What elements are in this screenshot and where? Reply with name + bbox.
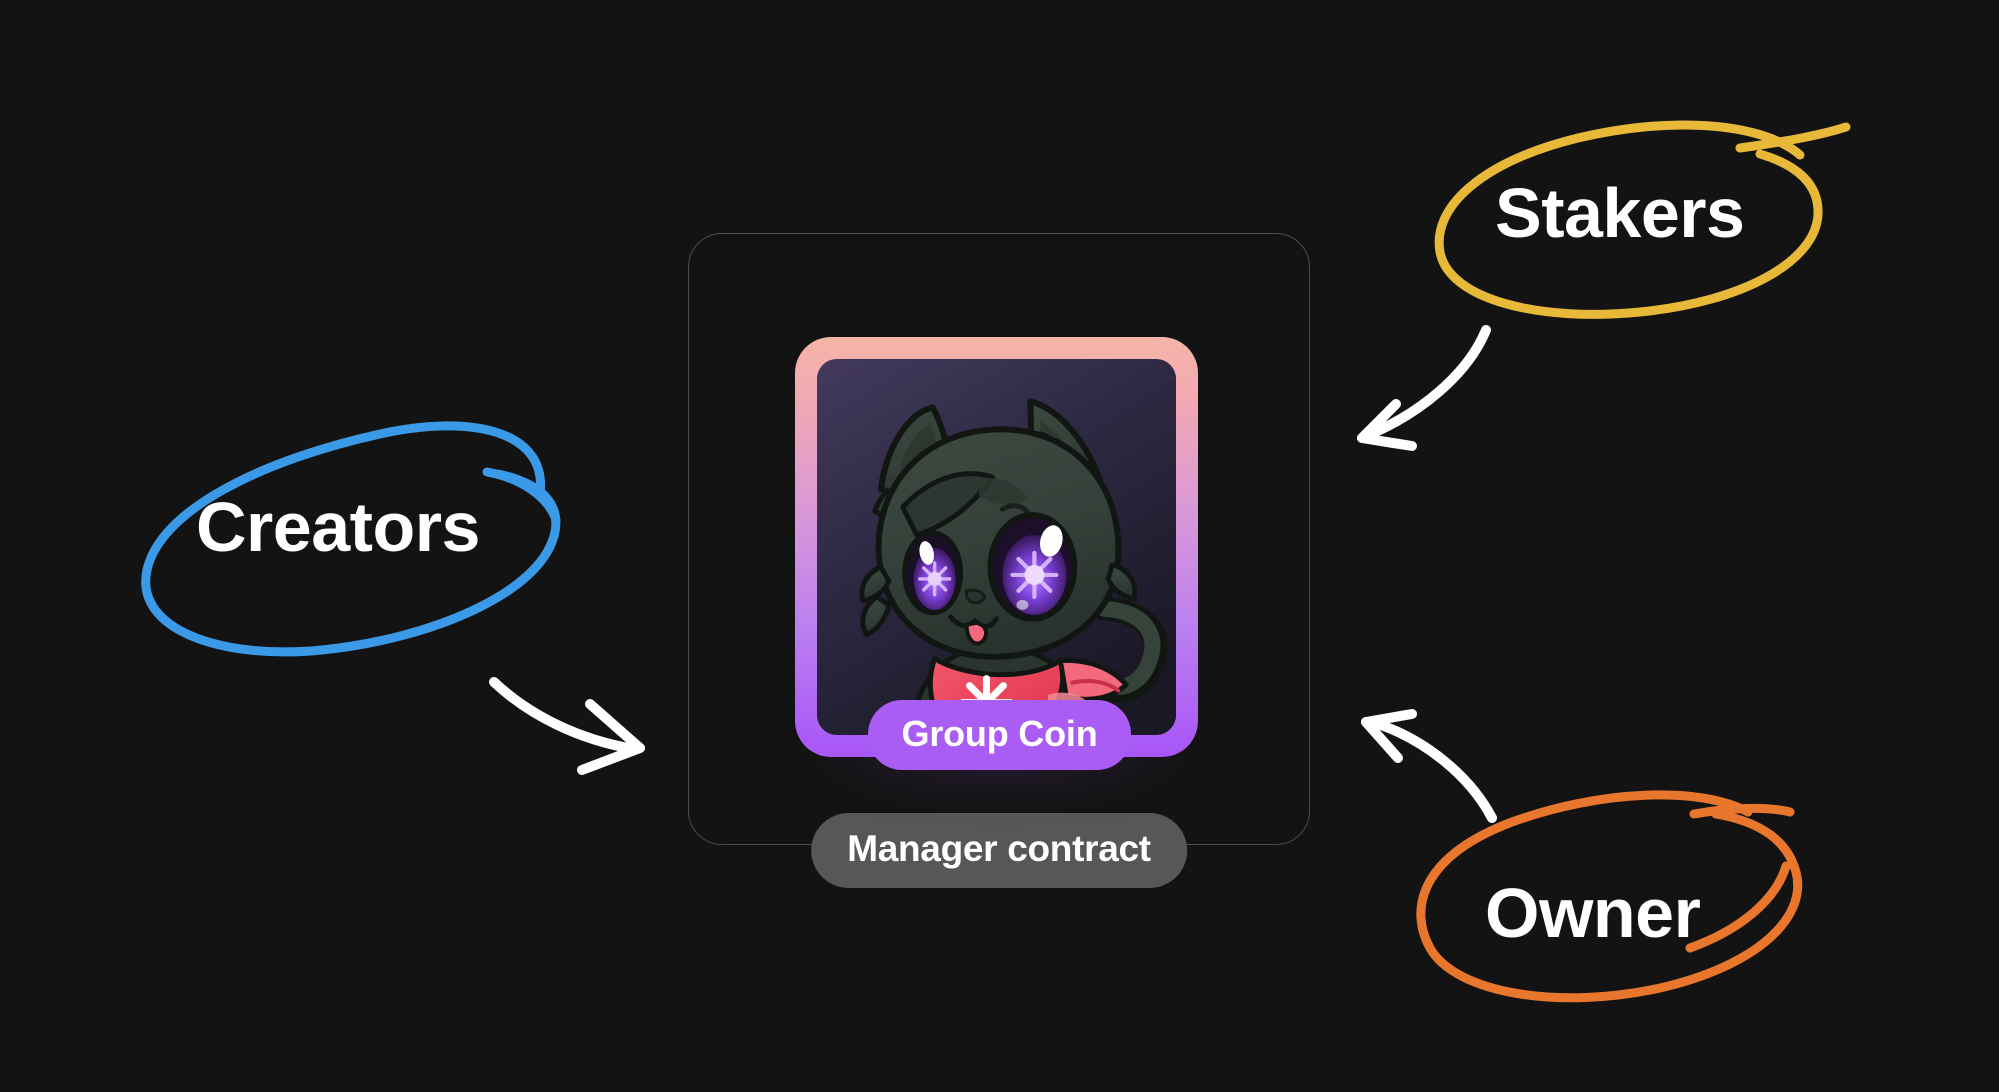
annotation-label-owner: Owner <box>1485 874 1701 952</box>
annotation-arrow-stakers <box>1357 325 1491 451</box>
group-coin-card[interactable] <box>795 337 1198 757</box>
annotation-arrow-creators <box>489 677 645 775</box>
annotation-arrow-owner <box>1361 709 1497 823</box>
annotation-label-stakers: Stakers <box>1495 174 1745 252</box>
manager-contract-container: Manager contract <box>688 233 1310 888</box>
annotation-label-creators: Creators <box>196 488 480 566</box>
dark-green-cat-avatar-icon <box>817 359 1176 735</box>
coin-artwork <box>817 359 1176 735</box>
group-coin-badge: Group Coin <box>867 700 1132 770</box>
manager-contract-label: Manager contract <box>811 813 1187 888</box>
